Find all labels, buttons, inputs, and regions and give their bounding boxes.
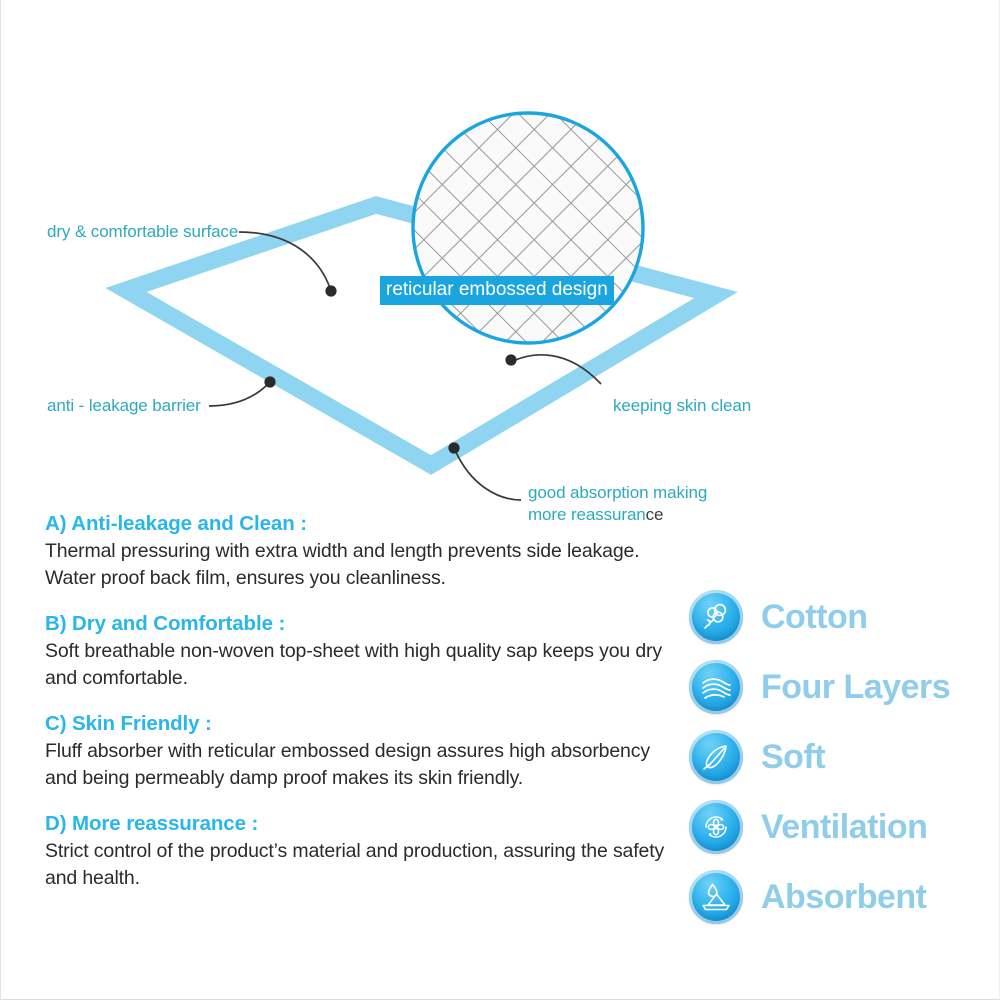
water-droplet-icon — [689, 870, 743, 924]
callout-dry-comfortable-surface: dry & comfortable surface — [47, 222, 239, 241]
section-body: Strict control of the product’s material… — [45, 839, 665, 890]
fan-icon — [689, 800, 743, 854]
section-body: Thermal pressuring with extra width and … — [45, 540, 640, 590]
callout-absorption-line2: more reassuran — [528, 505, 646, 525]
feature-item-absorbent: Absorbent — [689, 862, 989, 932]
callout-anti-leakage-barrier: anti - leakage barrier — [47, 396, 201, 415]
feature-label: Four Layers — [761, 667, 951, 706]
section-heading: A) Anti-leakage and Clean : — [45, 512, 307, 535]
feature-item-ventilation: Ventilation — [689, 792, 989, 862]
section-body: Soft breathable non-woven top-sheet with… — [45, 639, 662, 690]
feature-label: Soft — [761, 737, 826, 776]
section-dry-comfortable: B) Dry and Comfortable : Soft breathable… — [45, 612, 665, 693]
feature-label: Ventilation — [761, 807, 928, 846]
cotton-boll-icon — [689, 590, 743, 644]
callout-absorption-line2-tail: ce — [645, 505, 664, 525]
feature-item-soft: Soft — [689, 722, 989, 792]
section-skin-friendly: C) Skin Friendly : Fluff absorber with r… — [45, 712, 665, 793]
feature-description-list: A) Anti-leakage and Clean : Thermal pres… — [45, 512, 665, 893]
section-heading: D) More reassurance : — [45, 811, 259, 835]
feature-item-cotton: Cotton — [689, 582, 989, 652]
callout-good-absorption: good absorption making more reassurance — [528, 482, 718, 527]
feature-badge-list: Cotton Four Layers Soft — [689, 582, 989, 932]
callout-absorption-line1: good absorption making — [528, 483, 708, 502]
feature-item-four-layers: Four Layers — [689, 652, 989, 722]
feature-label: Absorbent — [761, 877, 927, 916]
leader-lines — [208, 231, 602, 501]
feather-icon — [689, 730, 743, 784]
product-diagram — [105, 111, 738, 501]
section-heading: C) Skin Friendly : — [45, 711, 212, 735]
callout-keeping-skin-clean: keeping skin clean — [613, 396, 752, 415]
section-heading: B) Dry and Comfortable : — [45, 611, 286, 635]
leader-dots — [264, 285, 517, 454]
reticular-embossed-design-banner: reticular embossed design — [380, 276, 614, 305]
feature-label: Cotton — [761, 597, 868, 636]
section-anti-leakage: A) Anti-leakage and Clean : Thermal pres… — [45, 512, 665, 593]
section-body: Fluff absorber with reticular embossed d… — [45, 739, 650, 790]
section-more-reassurance: D) More reassurance : Strict control of … — [45, 812, 665, 893]
layered-waves-icon — [689, 660, 743, 714]
